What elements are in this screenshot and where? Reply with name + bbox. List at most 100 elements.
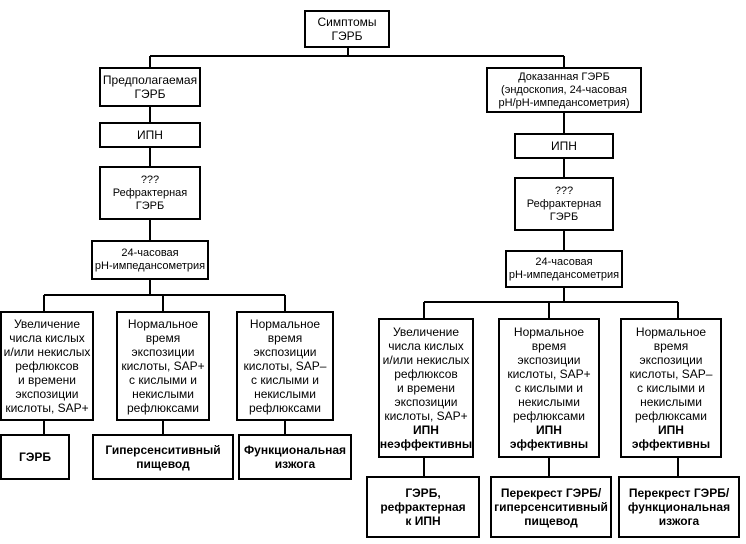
left-b3-line: время (267, 331, 303, 345)
left-result-gerd-box: ГЭРБ (0, 434, 70, 480)
right-b2-line: некислыми (518, 395, 580, 409)
right-r2-line: гиперсенситивный (494, 500, 608, 514)
left-start-line-1: Предполагаемая (102, 73, 198, 87)
right-b3-bold-line: эффективны (631, 437, 711, 451)
root-line-1: Симптомы (317, 15, 377, 29)
left-b3-line: рефлюксами (249, 401, 321, 415)
left-r3-line: изжога (274, 457, 316, 471)
left-r2-line: Гиперсенситивный (105, 443, 221, 457)
left-refractory-line-1: ??? (140, 173, 160, 186)
right-b2-bold-line: эффективны (509, 437, 589, 451)
left-b3-line: некислыми (254, 387, 316, 401)
right-start-line-1: Доказанная ГЭРБ (518, 70, 610, 83)
right-test-line-1: 24-часовая (535, 256, 593, 268)
right-r1-line: ГЭРБ, (405, 486, 441, 500)
left-b1-line: кислоты, SAP+ (5, 401, 89, 415)
right-proven-gerd-box: Доказанная ГЭРБ (эндоскопия, 24-часовая … (486, 67, 642, 113)
right-b2-bold-line: ИПН (536, 423, 562, 437)
right-r3-line: изжога (658, 514, 700, 528)
left-ppi-box: ИПН (99, 122, 201, 148)
left-b3-line: кислоты, SAP– (243, 359, 327, 373)
right-b2-line: Нормальное (513, 325, 585, 339)
right-b1-line: Увеличение (392, 325, 460, 339)
right-b3-line: время (653, 339, 689, 353)
left-refractory-box: ??? Рефрактерная ГЭРБ (99, 166, 201, 220)
right-b1-line: экспозиции (394, 395, 458, 409)
right-refractory-line-1: ??? (554, 184, 574, 197)
right-r2-line: пищевод (524, 514, 578, 528)
right-b2-line: кислоты, SAP+ (507, 367, 591, 381)
right-b3-bold-line: ИПН (658, 423, 684, 437)
left-b1-line: числа кислых (9, 331, 85, 345)
right-b3-line: с кислыми и (637, 381, 705, 395)
left-start-line-2: ГЭРБ (134, 87, 166, 101)
left-b1-line: Увеличение (13, 317, 81, 331)
right-b3-line: кислоты, SAP– (629, 367, 713, 381)
right-ppi-label: ИПН (551, 139, 577, 153)
left-refractory-line-3: ГЭРБ (135, 199, 165, 212)
right-b1-bold-line: ИПН (413, 423, 439, 437)
left-b2-line: рефлюксами (127, 401, 199, 415)
left-b3-line: экспозиции (253, 345, 317, 359)
left-ppi-label: ИПН (137, 128, 163, 142)
right-result-overlap-hypersensitive-box: Перекрест ГЭРБ/ гиперсенситивный пищевод (490, 476, 612, 538)
root-line-2: ГЭРБ (331, 29, 363, 43)
right-start-line-3: pH/pH-импедансометрия) (498, 96, 630, 109)
left-suspected-gerd-box: Предполагаемая ГЭРБ (99, 67, 201, 107)
right-b1-bold-line: неэффективны (379, 437, 473, 451)
right-refractory-line-2: Рефрактерная (526, 197, 602, 210)
right-refractory-line-3: ГЭРБ (549, 210, 579, 223)
right-r2-line: Перекрест ГЭРБ/ (500, 486, 602, 500)
left-b3-line: с кислыми и (251, 373, 319, 387)
right-r3-line: функциональная (627, 500, 731, 514)
left-b2-line: кислоты, SAP+ (121, 359, 205, 373)
left-r1-line: ГЭРБ (19, 450, 51, 464)
right-b2-line: время (531, 339, 567, 353)
right-b1-line: рефлюксов (394, 367, 458, 381)
right-ph-impedance-box: 24-часовая pH-импедансометрия (505, 250, 623, 288)
left-result-functional-box: Функциональная изжога (238, 434, 352, 480)
left-b1-line: и времени (17, 373, 76, 387)
right-result-overlap-functional-box: Перекрест ГЭРБ/ функциональная изжога (618, 476, 740, 538)
left-result-hypersensitive-box: Гиперсенситивный пищевод (92, 434, 234, 480)
left-test-line-1: 24-часовая (121, 247, 179, 259)
right-result-refractory-gerd-box: ГЭРБ, рефрактерная к ИПН (366, 476, 480, 538)
left-branch-2-box: Нормальное время экспозиции кислоты, SAP… (116, 311, 210, 421)
left-b3-line: Нормальное (249, 317, 321, 331)
right-b2-line: экспозиции (517, 353, 581, 367)
left-b1-line: экспозиции (15, 387, 79, 401)
left-b1-line: рефлюксов (15, 359, 79, 373)
right-branch-3-box: Нормальное время экспозиции кислоты, SAP… (620, 318, 722, 458)
left-b2-line: экспозиции (131, 345, 195, 359)
right-b3-line: Нормальное (635, 325, 707, 339)
right-b3-line: экспозиции (639, 353, 703, 367)
right-ppi-box: ИПН (514, 133, 614, 159)
right-r1-line: рефрактерная (380, 500, 466, 514)
left-b1-line: и/или некислых (3, 345, 91, 359)
left-b2-line: некислыми (132, 387, 194, 401)
root-symptoms-box: Симптомы ГЭРБ (304, 10, 390, 48)
right-b1-line: кислоты, SAP+ (384, 409, 468, 423)
right-test-line-2: pH-импедансометрия (508, 269, 620, 281)
left-refractory-line-2: Рефрактерная (112, 186, 188, 199)
right-branch-2-box: Нормальное время экспозиции кислоты, SAP… (498, 318, 600, 458)
right-r3-line: Перекрест ГЭРБ/ (628, 486, 730, 500)
left-ph-impedance-box: 24-часовая pH-импедансометрия (91, 240, 209, 280)
right-r1-line: к ИПН (405, 514, 441, 528)
left-r3-line: Функциональная (243, 443, 347, 457)
left-r2-line: пищевод (136, 457, 190, 471)
right-b3-line: рефлюксами (635, 409, 707, 423)
right-b3-line: некислыми (640, 395, 702, 409)
right-b1-line: и/или некислых (382, 353, 470, 367)
left-test-line-2: pH-импедансометрия (94, 260, 206, 272)
left-b2-line: с кислыми и (129, 373, 197, 387)
right-branch-1-box: Увеличение числа кислых и/или некислых р… (378, 318, 474, 458)
right-start-line-2: (эндоскопия, 24-часовая (501, 83, 627, 96)
left-branch-3-box: Нормальное время экспозиции кислоты, SAP… (236, 311, 334, 421)
right-b2-line: с кислыми и (515, 381, 583, 395)
left-b2-line: время (145, 331, 181, 345)
left-branch-1-box: Увеличение числа кислых и/или некислых р… (0, 311, 94, 421)
right-b1-line: и времени (396, 381, 455, 395)
right-b2-line: рефлюксами (513, 409, 585, 423)
